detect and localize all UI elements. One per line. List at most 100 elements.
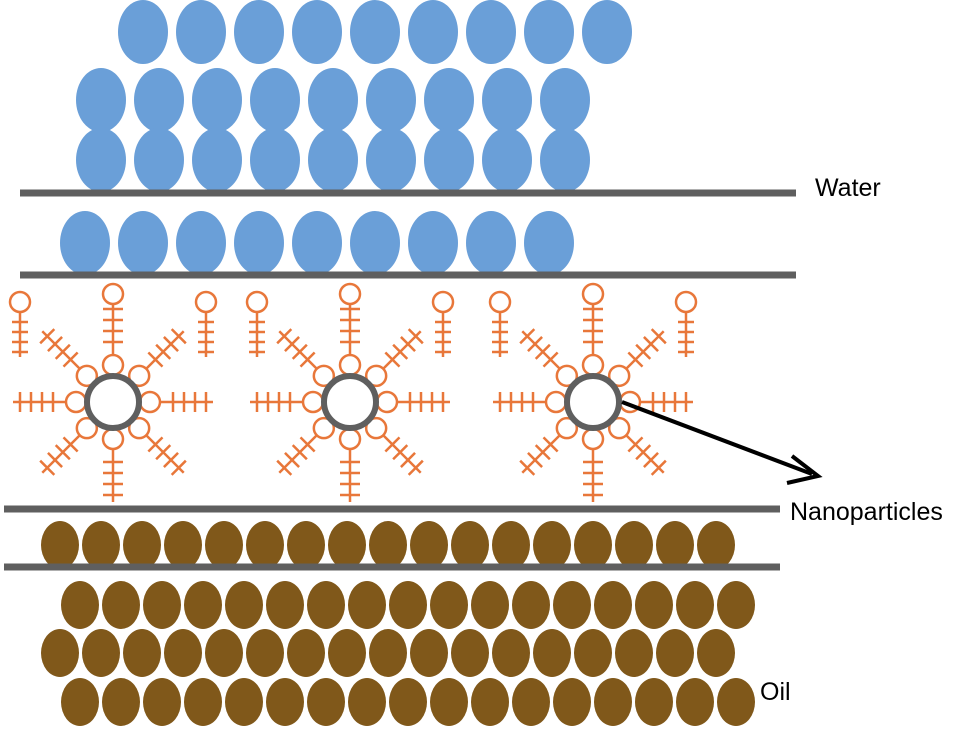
nanoparticles-label: Nanoparticles [790,498,943,526]
surfactant-tick [147,436,164,453]
nanoparticle-layer [8,282,698,502]
oil-molecule [102,581,140,629]
surfactant-head [301,390,325,414]
oil-molecule [635,581,673,629]
oil-molecule [184,678,222,726]
oil-molecule [266,678,304,726]
surfactant-tick [276,328,293,345]
oil-molecule [451,521,489,569]
oil-molecule [697,629,735,677]
interface-lines [4,189,796,571]
oil-molecule [717,581,755,629]
oil-molecule [389,581,427,629]
surfactant-head [364,364,388,388]
surfactant-tail [521,434,561,474]
water-molecule [250,128,300,192]
water-molecule [524,0,574,64]
oil-molecule [102,678,140,726]
water-molecule [192,68,242,132]
water-molecule [192,128,242,192]
surfactant-head [101,282,125,306]
oil-molecule [164,629,202,677]
oil-molecule [287,521,325,569]
oil-molecule [225,581,263,629]
surfactant-head [64,390,88,414]
surfactant-tail [278,330,318,370]
oil-molecule [164,521,202,569]
surfactant-tick [163,336,179,352]
surfactant-tick [542,351,559,368]
surfactant-tail [145,434,185,474]
oil-molecule [287,629,325,677]
oil-molecule [574,521,612,569]
oil-molecule [389,678,427,726]
surfactant-tick [284,336,300,352]
surfactant-tick [519,459,536,476]
oil-molecule [615,521,653,569]
surfactant-head [544,390,568,414]
water-molecule [60,211,110,275]
oil-molecule [594,678,632,726]
water-molecule [76,68,126,132]
water-molecule [76,128,126,192]
water-molecule [118,0,168,64]
water-molecule [292,211,342,275]
surfactant-tick [400,452,416,468]
oil-molecule [635,678,673,726]
surfactant-head [138,390,162,414]
surfactant-tick [291,444,308,461]
water-molecule [292,0,342,64]
surfactant-head [127,364,151,388]
surfactant-tick [62,351,79,368]
water-molecule [424,68,474,132]
water-molecule [540,128,590,192]
oil-molecule [61,581,99,629]
surfactant-head [312,364,336,388]
nanoparticle-core [321,373,379,431]
oil-molecule [369,521,407,569]
oil-molecule [471,581,509,629]
oil-molecule [410,629,448,677]
surfactant-head [581,353,605,377]
surfactant-tick [384,351,401,368]
nanoparticle-with-surfactants [8,282,218,502]
oil-molecule [328,629,366,677]
oil-molecule [266,581,304,629]
water-molecule [582,0,632,64]
surfactant-tail [41,434,81,474]
oil-molecule [369,629,407,677]
surfactant-tail [625,434,665,474]
surfactant-head [607,416,631,440]
oil-molecule [656,629,694,677]
oil-molecule [492,629,530,677]
surfactant-tick [276,459,293,476]
oil-molecule [553,678,591,726]
oil-molecule [451,629,489,677]
oil-molecule [246,629,284,677]
surfactant-tick [155,444,172,461]
pointer-arrow [621,400,823,485]
oil-molecule [143,678,181,726]
oil-molecule [697,521,735,569]
nanoparticle-with-surfactants [488,282,698,502]
surfactant-tick [534,444,551,461]
oil-label: Oil [760,678,791,706]
water-molecule [366,68,416,132]
surfactant-tick [534,343,551,360]
surfactant-tick [519,328,536,345]
oil-molecule [246,521,284,569]
oil-molecule [533,521,571,569]
oil-molecule [41,629,79,677]
surfactant-head [245,290,269,314]
surfactant-head [312,416,336,440]
oil-molecule [82,629,120,677]
surfactant-tick [392,444,409,461]
oil-molecule [430,581,468,629]
surfactant-tick [627,351,644,368]
surfactant-tick [170,459,187,476]
surfactant-tail [382,434,422,474]
water-molecule [118,211,168,275]
water-molecule [408,211,458,275]
